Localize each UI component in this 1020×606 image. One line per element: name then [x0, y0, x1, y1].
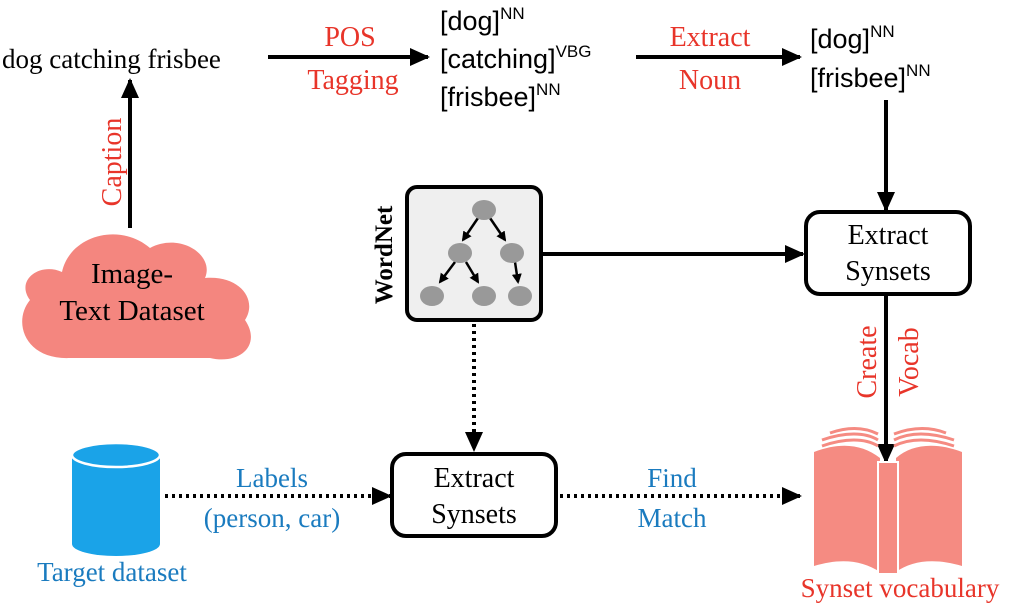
create-vocab-line1: Create — [852, 325, 883, 398]
find-match-line1: Find — [647, 463, 697, 493]
book-right-cover — [896, 445, 962, 572]
synset-vocabulary-label: Synset vocabulary — [801, 573, 1000, 603]
synset-vocabulary-book-icon — [814, 427, 962, 575]
extract-synsets-bottom-line2: Synsets — [431, 499, 517, 530]
tagged-tokens: [dog]NN [catching]VBG [frisbee]NN — [440, 4, 591, 112]
image-text-dataset-cloud: Image- Text Dataset — [22, 234, 251, 360]
find-match-line2: Match — [638, 503, 707, 533]
extract-synsets-top-line1: Extract — [848, 220, 929, 251]
tree-node — [420, 286, 444, 306]
noun-frisbee: [frisbee]NN — [810, 61, 931, 93]
wordnet-box — [405, 185, 543, 322]
tree-edge — [438, 261, 456, 284]
tree-node — [500, 243, 524, 263]
extract-synsets-bottom-box: Extract Synsets — [390, 452, 558, 538]
pos-tagging-label-line1: POS — [324, 22, 375, 53]
token-dog: [dog]NN — [440, 4, 525, 36]
extract-synsets-top-line2: Synsets — [845, 256, 931, 287]
extract-noun-label-line1: Extract — [670, 22, 751, 53]
labels-edge-line1: Labels — [236, 463, 308, 493]
wordnet-frame — [405, 185, 543, 322]
cloud-shape — [22, 234, 251, 360]
tree-edge — [461, 217, 480, 242]
cloud-label-line2: Text Dataset — [59, 295, 204, 327]
caption-text: dog catching frisbee — [2, 44, 221, 74]
caption-edge-label: Caption — [97, 118, 128, 207]
cylinder-top — [70, 441, 162, 469]
tree-edge — [464, 261, 480, 284]
pos-tagging-label-line2: Tagging — [307, 65, 398, 96]
extract-synsets-bottom-frame — [390, 452, 558, 538]
tree-node — [508, 286, 532, 306]
cloud-label-line1: Image- — [91, 258, 173, 290]
target-dataset-label: Target dataset — [37, 557, 187, 587]
tree-node — [472, 286, 496, 306]
book-page-edges — [821, 427, 955, 448]
wordnet-label: WordNet — [371, 205, 398, 304]
labels-edge-line2: (person, car) — [204, 503, 340, 533]
tree-edge — [488, 217, 507, 242]
extracted-nouns: [dog]NN [frisbee]NN — [810, 22, 931, 93]
cylinder-body — [72, 455, 160, 556]
tree-node — [472, 200, 496, 220]
token-catching: [catching]VBG — [440, 42, 591, 74]
extract-synsets-top-box: Extract Synsets — [804, 210, 972, 296]
noun-dog: [dog]NN — [810, 22, 895, 54]
tree-edge — [511, 261, 522, 284]
tree-node — [448, 243, 472, 263]
book-spine — [877, 461, 899, 575]
create-vocab-line2: Vocab — [894, 327, 925, 396]
extract-noun-label-line2: Noun — [679, 65, 741, 96]
extract-synsets-bottom-line1: Extract — [434, 463, 515, 494]
book-left-cover — [814, 445, 880, 572]
token-frisbee: [frisbee]NN — [440, 80, 561, 112]
target-dataset-cylinder — [70, 441, 162, 556]
extract-synsets-top-frame — [804, 210, 972, 296]
